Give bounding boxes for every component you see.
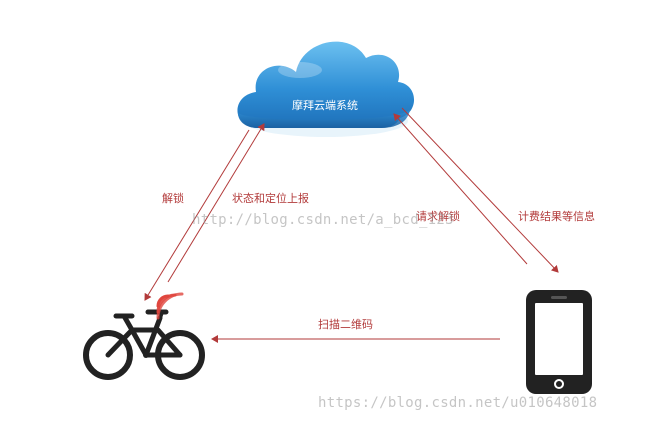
request-unlock-label: 请求解锁: [416, 210, 460, 223]
billing-info-arrow: [401, 107, 559, 273]
cloud-icon: [237, 41, 415, 137]
request-unlock-arrow: [393, 113, 528, 265]
unlock-label: 解锁: [162, 192, 184, 205]
watermark-center: http://blog.csdn.net/a_bcd_123: [192, 212, 454, 228]
status-report-arrow: [167, 123, 265, 283]
bicycle-icon: [83, 309, 205, 380]
smartphone-icon: [526, 290, 592, 394]
watermark-bottom-right: https://blog.csdn.net/u010648018: [318, 395, 598, 411]
signal-icon: [156, 292, 184, 320]
scan-qr-label: 扫描二维码: [318, 318, 373, 331]
unlock-arrow: [144, 129, 250, 301]
cloud-system-label: 摩拜云端系统: [292, 99, 358, 112]
status-report-label: 状态和定位上报: [232, 192, 309, 205]
billing-info-label: 计费结果等信息: [518, 210, 595, 223]
